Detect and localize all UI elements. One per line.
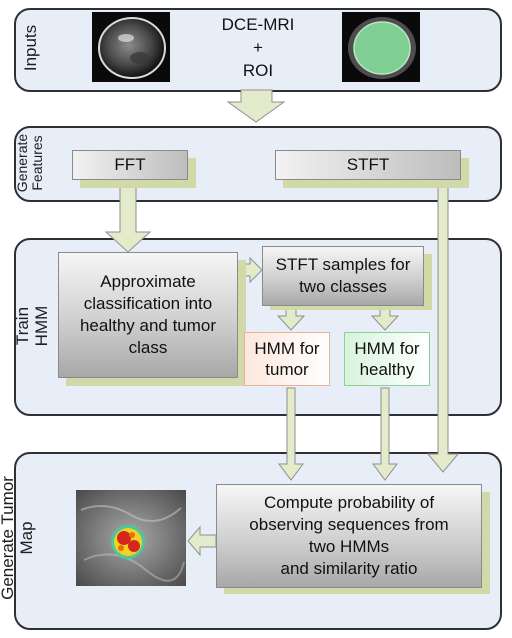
- hmm-healthy-line-1: HMM for: [354, 339, 420, 358]
- fft-label: FFT: [114, 155, 146, 174]
- inputs-line-2: +: [253, 38, 263, 57]
- samples-box-group: STFT samples for two classes: [262, 246, 434, 312]
- samples-box: STFT samples for two classes: [262, 246, 424, 306]
- samples-line-1: STFT samples for: [275, 255, 411, 274]
- hmm-tumor-box: HMM for tumor: [244, 332, 330, 386]
- classify-line-1: Approximate: [100, 272, 196, 291]
- arrow-healthy-to-compute: [372, 387, 398, 481]
- classify-line-4: class: [128, 338, 168, 357]
- compute-line-3: two HMMs: [308, 537, 390, 556]
- compute-line-4: and similarity ratio: [280, 559, 418, 578]
- stft-box: STFT: [275, 150, 461, 180]
- inputs-line-3: ROI: [242, 61, 274, 80]
- hmm-tumor-line-1: HMM for: [254, 339, 320, 358]
- arrow-compute-to-map: [187, 525, 217, 557]
- inputs-line-1: DCE-MRI: [221, 15, 295, 34]
- inputs-text: DCE-MRI + ROI: [190, 13, 326, 82]
- compute-box: Compute probability of observing sequenc…: [216, 484, 482, 588]
- stft-box-group: STFT: [275, 150, 471, 190]
- compute-line-1: Compute probability of: [263, 493, 435, 512]
- arrow-inputs-to-features: [226, 89, 286, 123]
- samples-line-2: two classes: [299, 277, 387, 296]
- roi-image: [342, 12, 420, 82]
- hmm-healthy-line-2: healthy: [359, 360, 415, 379]
- arrow-tumor-to-compute: [278, 387, 304, 481]
- fft-box: FFT: [72, 150, 188, 180]
- classify-line-2: classification into: [83, 294, 213, 313]
- hmm-tumor-line-2: tumor: [265, 360, 309, 379]
- classify-line-3: healthy and tumor: [79, 316, 217, 335]
- arrow-fft-to-classify: [104, 181, 152, 253]
- hmm-healthy-box: HMM for healthy: [344, 332, 430, 386]
- fft-box-group: FFT: [72, 150, 198, 190]
- compute-box-group: Compute probability of observing sequenc…: [216, 484, 492, 596]
- classify-box-group: Approximate classification into healthy …: [58, 252, 248, 388]
- stft-label: STFT: [346, 155, 390, 174]
- classify-box: Approximate classification into healthy …: [58, 252, 238, 378]
- tumor-map-image: [76, 490, 186, 586]
- arrow-stft-to-compute: [426, 175, 460, 473]
- dce-mri-image: [92, 12, 170, 82]
- compute-line-2: observing sequences from: [249, 515, 449, 534]
